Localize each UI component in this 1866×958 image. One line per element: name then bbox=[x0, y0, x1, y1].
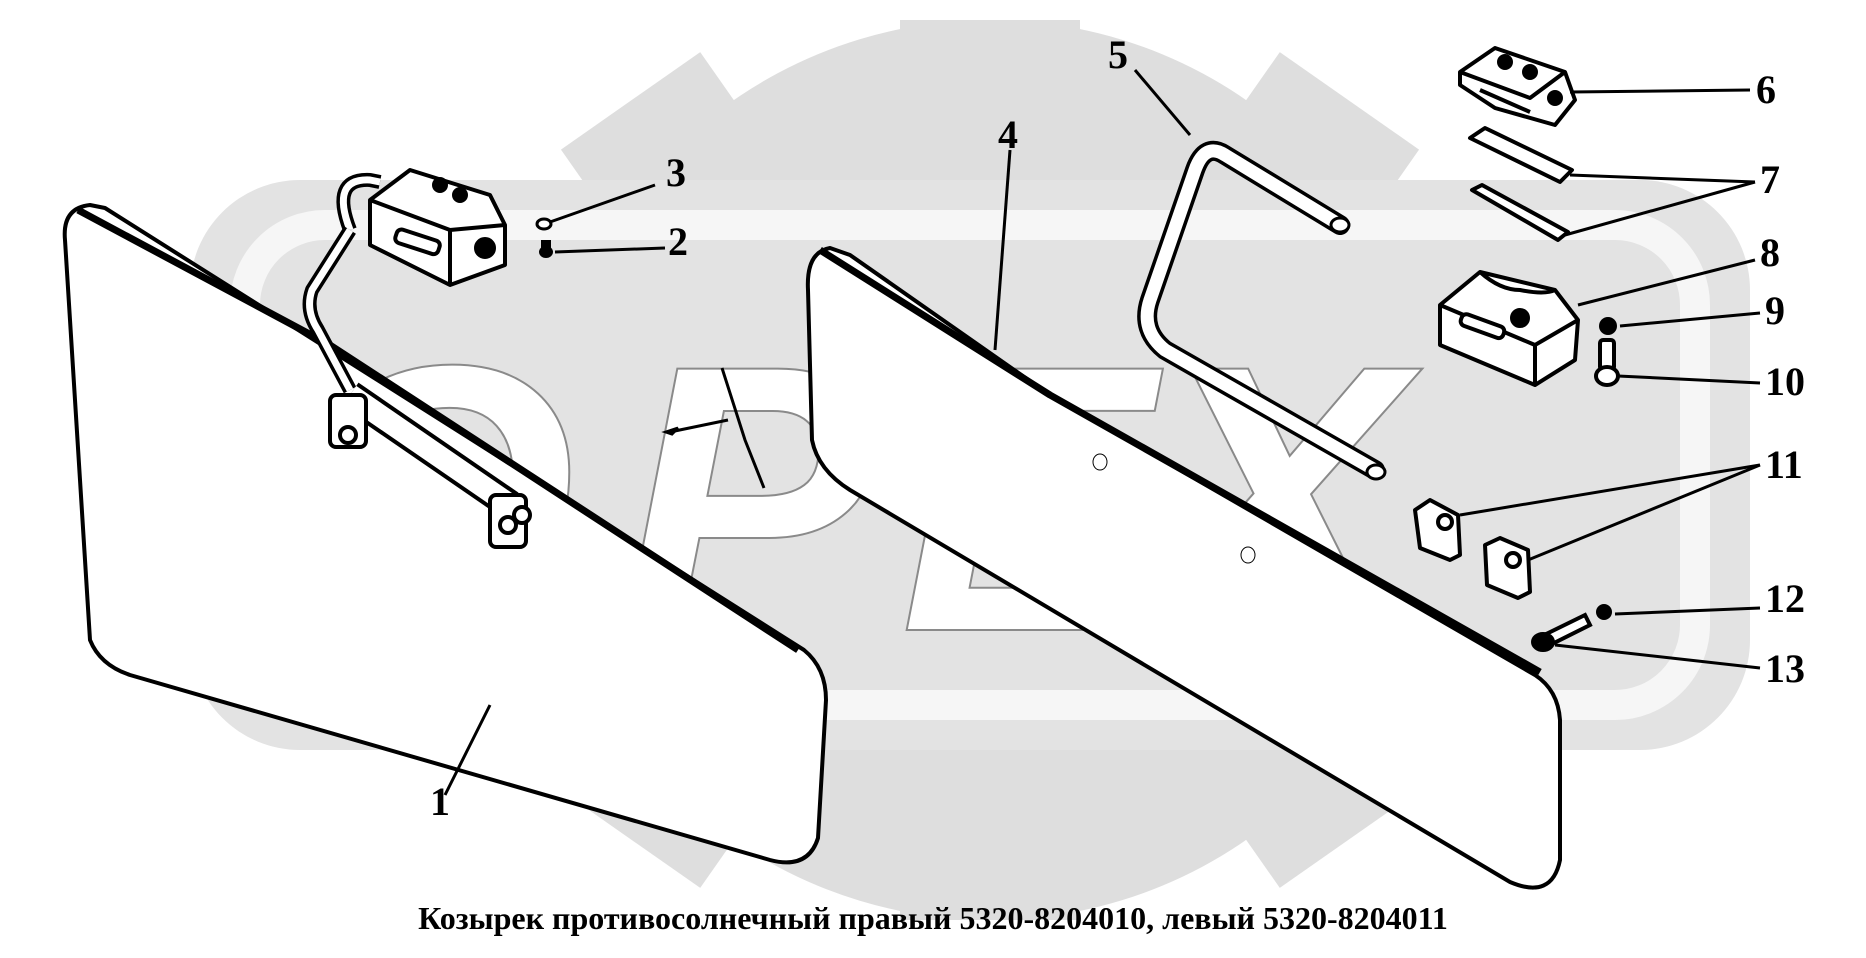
right-visor-hole-b bbox=[1240, 546, 1256, 564]
callout-8: 8 bbox=[1760, 230, 1780, 275]
strip-parts-7 bbox=[1468, 126, 1574, 242]
washer-part-12 bbox=[1596, 604, 1612, 620]
hinge-clips-part-11 bbox=[1413, 498, 1532, 600]
left-visor-panel bbox=[62, 203, 828, 865]
bracket-cap-part-6 bbox=[1458, 46, 1577, 127]
callout-12: 12 bbox=[1765, 576, 1805, 621]
callout-6: 6 bbox=[1756, 67, 1776, 112]
callout-5: 5 bbox=[1108, 32, 1128, 77]
leader-lines bbox=[443, 69, 1761, 796]
callout-2: 2 bbox=[668, 219, 688, 264]
bolt-part-10 bbox=[1594, 338, 1620, 387]
callout-labels: 1 2 3 4 5 6 7 8 9 10 11 12 13 bbox=[430, 32, 1805, 824]
right-visor-hole-a bbox=[1092, 453, 1108, 471]
callout-7: 7 bbox=[1760, 157, 1780, 202]
right-visor-panel bbox=[805, 246, 1562, 890]
diagram-caption: Козырек противосолнечный правый 5320-820… bbox=[418, 900, 1448, 936]
callout-1: 1 bbox=[430, 779, 450, 824]
callout-4: 4 bbox=[998, 112, 1018, 157]
callout-13: 13 bbox=[1765, 646, 1805, 691]
washer-part-3 bbox=[535, 217, 553, 231]
left-visor-bracket bbox=[302, 172, 532, 549]
callout-9: 9 bbox=[1765, 288, 1785, 333]
callout-3: 3 bbox=[666, 150, 686, 195]
screw-part-2 bbox=[539, 240, 553, 258]
spring-wire bbox=[661, 367, 766, 489]
washer-part-9 bbox=[1599, 317, 1617, 335]
screw-part-13 bbox=[1531, 612, 1593, 652]
callout-11: 11 bbox=[1765, 442, 1803, 487]
bracket-base-part-8 bbox=[1438, 270, 1580, 387]
callout-10: 10 bbox=[1765, 359, 1805, 404]
left-mount-block bbox=[368, 168, 507, 287]
bent-rod-part-5 bbox=[1137, 141, 1387, 481]
